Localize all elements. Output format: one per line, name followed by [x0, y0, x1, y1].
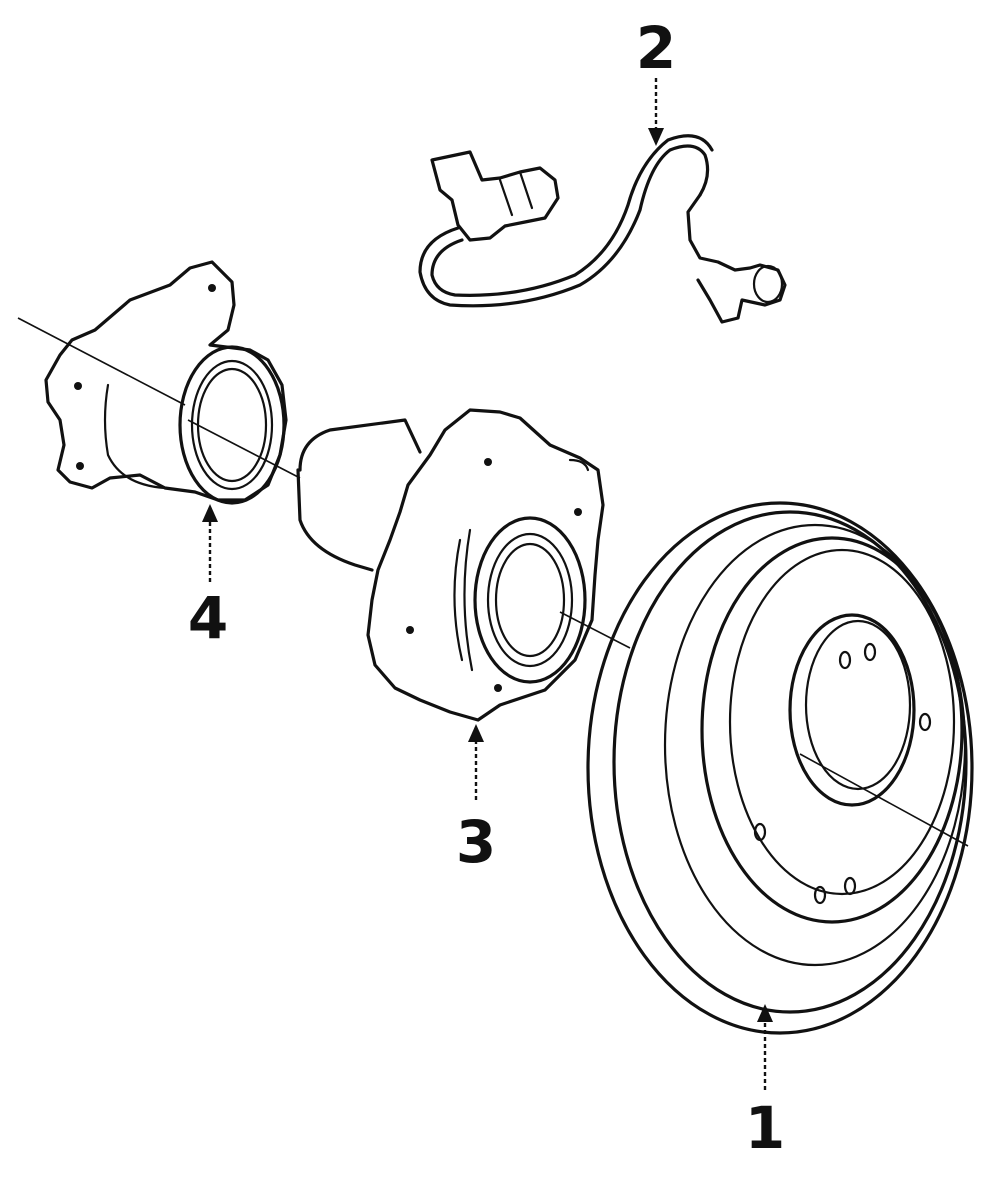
part-4-wheel-bearing — [44, 260, 288, 505]
leader-line-3 — [468, 724, 484, 800]
callout-2: 2 — [636, 14, 676, 82]
part-2-abs-sensor — [418, 134, 787, 324]
leader-line-2 — [648, 78, 664, 146]
part-1-brake-rotor — [586, 501, 974, 1035]
callout-1: 1 — [745, 1094, 785, 1162]
leader-line-4 — [202, 504, 218, 582]
part-3-hub-assembly — [296, 408, 605, 722]
axle-centerline — [17, 317, 969, 847]
leader-line-1 — [757, 1004, 773, 1090]
callout-4: 4 — [188, 584, 228, 652]
callout-3: 3 — [456, 808, 496, 876]
